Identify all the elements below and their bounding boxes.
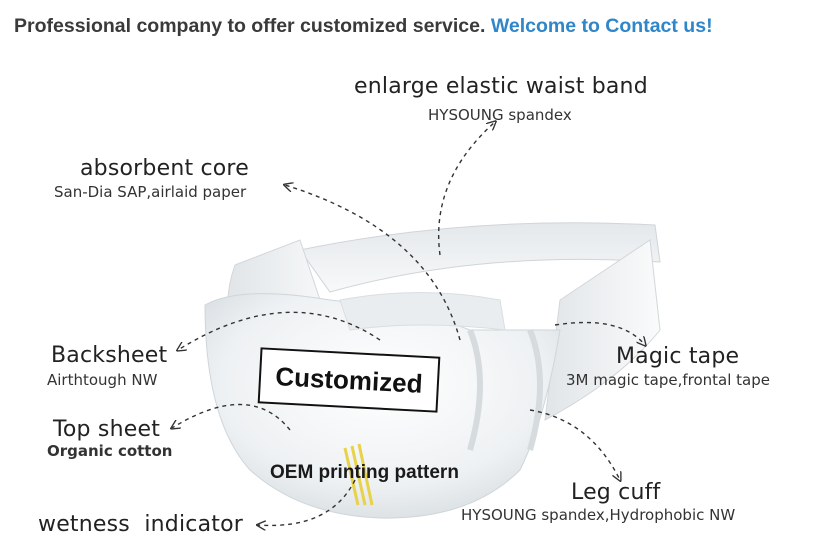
- absorbent-core-detail: San-Dia SAP,airlaid paper: [54, 183, 247, 201]
- wetness-indicator-stripes: [343, 443, 374, 506]
- right-wing-shape: [544, 239, 661, 421]
- arrow-absorbent-core: [285, 185, 461, 341]
- absorbent-core-shape: [339, 292, 506, 331]
- arrow-top-sheet: [172, 403, 291, 431]
- magic-tape-title: Magic tape: [616, 344, 740, 369]
- leg-cuff-detail: HYSOUNG spandex,Hydrophobic NW: [461, 506, 736, 524]
- backsheet-title: Backsheet: [51, 343, 168, 368]
- page-tagline: Professional company to offer customized…: [14, 15, 713, 38]
- arrow-wetness-indicator: [258, 479, 356, 525]
- oem-printing-label: OEM printing pattern: [270, 462, 459, 483]
- customized-stamp: Customized: [257, 347, 441, 413]
- top-sheet-title: Top sheet: [53, 417, 161, 442]
- leg-cuff-shape: [467, 328, 483, 451]
- wetness-indicator-title: wetness indicator: [38, 512, 243, 537]
- backsheet-detail: Airthtough NW: [47, 371, 158, 389]
- arrow-leg-cuff: [529, 409, 620, 480]
- waist-band-detail: HYSOUNG spandex: [428, 106, 572, 124]
- leg-cuff-title: Leg cuff: [571, 480, 661, 505]
- leg-cuff-shape-right: [527, 328, 543, 451]
- waist-band-title: enlarge elastic waist band: [354, 74, 648, 99]
- waist-band-shape: [299, 222, 661, 293]
- contact-us-link[interactable]: Welcome to Contact us!: [490, 15, 713, 37]
- arrow-magic-tape: [554, 321, 645, 346]
- arrow-waist-band: [437, 122, 495, 256]
- magic-tape-detail: 3M magic tape,frontal tape: [566, 371, 770, 389]
- arrow-backsheet: [178, 311, 381, 350]
- tagline-text: Professional company to offer customized…: [14, 15, 486, 37]
- callout-arrows: [172, 122, 645, 525]
- absorbent-core-title: absorbent core: [80, 156, 249, 181]
- top-sheet-detail: Organic cotton: [47, 442, 173, 460]
